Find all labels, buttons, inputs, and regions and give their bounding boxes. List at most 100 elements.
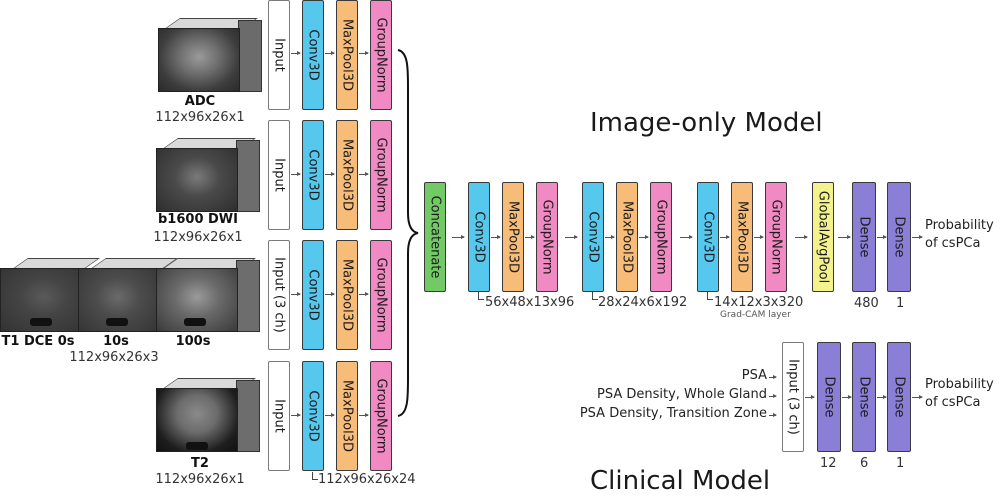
t1-dce-100s-label: 100s — [175, 334, 211, 349]
arrow — [838, 235, 851, 239]
block2-conv3d: Conv3D — [582, 182, 604, 292]
block1-maxpool3d: MaxPool3D — [502, 182, 524, 292]
global-avg-pool-layer: GlobalAvgPool — [812, 182, 834, 292]
branch-adc-groupnorm: GroupNorm — [370, 0, 392, 110]
arrow — [912, 235, 923, 239]
adc-label: ADC — [184, 94, 216, 109]
block2-maxpool3d: MaxPool3D — [616, 182, 638, 292]
block2-dims: 28x24x6x192 — [598, 295, 688, 310]
block3-dims: 14x12x3x320 — [714, 295, 804, 310]
arrow — [605, 235, 615, 239]
branch-dwi-maxpool3d: MaxPool3D — [336, 120, 358, 230]
t1-dce-10s-label: 10s — [103, 334, 129, 349]
branch-t1-dce-groupnorm: GroupNorm — [370, 240, 392, 350]
gradcam-note: Grad-CAM layer — [720, 310, 791, 320]
branch-t2-maxpool3d: MaxPool3D — [336, 361, 358, 471]
branch-t2-conv3d: Conv3D — [302, 361, 324, 471]
arrow — [291, 413, 301, 417]
clinical-model-title: Clinical Model — [590, 466, 771, 496]
arrow — [805, 395, 815, 399]
branch-adc-input: Input — [268, 0, 290, 110]
block3-groupnorm: GroupNorm — [765, 182, 787, 292]
branch-dwi-conv3d: Conv3D — [302, 120, 324, 230]
clinical-dense-6-layer: Dense — [852, 342, 876, 452]
arrow — [525, 235, 535, 239]
block3-conv3d: Conv3D — [697, 182, 719, 292]
arrow — [769, 413, 777, 417]
dim-hook — [707, 292, 713, 300]
arrow — [325, 413, 335, 417]
feature-psa-density-transition-zone: PSA Density, Transition Zone — [579, 406, 767, 421]
t2-label: T2 — [191, 456, 209, 471]
arrow — [795, 235, 808, 239]
arrow — [877, 395, 887, 399]
clinical-dense-12-layer: Dense — [817, 342, 841, 452]
dim-hook — [478, 292, 484, 300]
dim-hook — [312, 472, 318, 480]
block2-groupnorm: GroupNorm — [650, 182, 672, 292]
arrow — [842, 395, 852, 399]
branch-output-dims: 112x96x26x24 — [318, 472, 416, 487]
image-model-output-line2: of csPCa — [925, 236, 981, 251]
arrow — [359, 292, 369, 296]
clinical-dense-1-units: 1 — [896, 456, 905, 471]
branch-t1-dce-input: Input (3 ch) — [268, 240, 290, 350]
t1-dce-100s-cube — [156, 258, 260, 332]
dense-480-layer: Dense — [852, 182, 876, 292]
adc-dims: 112x96x26x1 — [155, 110, 245, 125]
block1-conv3d: Conv3D — [468, 182, 490, 292]
dense-1-layer: Dense — [887, 182, 911, 292]
block3-maxpool3d: MaxPool3D — [731, 182, 753, 292]
block1-groupnorm: GroupNorm — [536, 182, 558, 292]
image-model-output-line1: Probability — [925, 218, 994, 233]
arrow — [877, 235, 887, 239]
clinical-dense-12-units: 12 — [820, 456, 837, 471]
dense-1-units: 1 — [896, 296, 905, 311]
feature-psa: PSA — [741, 368, 767, 383]
arrow — [359, 51, 369, 55]
arrow — [291, 292, 301, 296]
arrow — [325, 292, 335, 296]
branch-adc-maxpool3d: MaxPool3D — [336, 0, 358, 110]
t2-volume-cube — [156, 378, 260, 452]
arrow — [680, 235, 693, 239]
arrow — [491, 235, 501, 239]
t2-dims: 112x96x26x1 — [155, 472, 245, 487]
merge-brace-icon — [397, 49, 419, 417]
branch-t2-groupnorm: GroupNorm — [370, 361, 392, 471]
arrow — [291, 51, 301, 55]
arrow — [769, 394, 777, 398]
clinical-dense-6-units: 6 — [860, 456, 869, 471]
block1-dims: 56x48x13x96 — [485, 295, 575, 310]
t1-dce-0s-cube — [0, 258, 100, 332]
dwi-dims: 112x96x26x1 — [153, 230, 243, 245]
branch-dwi-input: Input — [268, 120, 290, 230]
arrow — [769, 375, 777, 379]
dwi-volume-cube — [156, 138, 260, 212]
arrow — [639, 235, 649, 239]
concatenate-layer: Concatenate — [424, 182, 446, 292]
dwi-label: b1600 DWI — [158, 212, 238, 227]
arrow — [359, 172, 369, 176]
branch-t1-dce-maxpool3d: MaxPool3D — [336, 240, 358, 350]
arrow — [325, 172, 335, 176]
arrow — [325, 51, 335, 55]
branch-t1-dce-conv3d: Conv3D — [302, 240, 324, 350]
clinical-model-output-line2: of csPCa — [925, 395, 981, 410]
clinical-dense-1-layer: Dense — [887, 342, 911, 452]
branch-t2-input: Input — [268, 361, 290, 471]
clinical-input-layer: Input (3 ch) — [782, 342, 804, 452]
arrow — [291, 172, 301, 176]
t1-dce-10s-cube — [78, 258, 178, 332]
arrow — [452, 235, 465, 239]
t1-dce-dims: 112x96x26x3 — [69, 350, 159, 365]
clinical-model-output-line1: Probability — [925, 377, 994, 392]
image-model-title: Image-only Model — [590, 108, 823, 138]
feature-psa-density-whole-gland: PSA Density, Whole Gland — [597, 387, 767, 402]
t1-dce-0s-label: T1 DCE 0s — [1, 334, 75, 349]
branch-adc-conv3d: Conv3D — [302, 0, 324, 110]
arrow — [565, 235, 578, 239]
adc-volume-cube — [158, 18, 262, 92]
dim-hook — [592, 292, 598, 300]
dense-480-units: 480 — [854, 296, 879, 311]
